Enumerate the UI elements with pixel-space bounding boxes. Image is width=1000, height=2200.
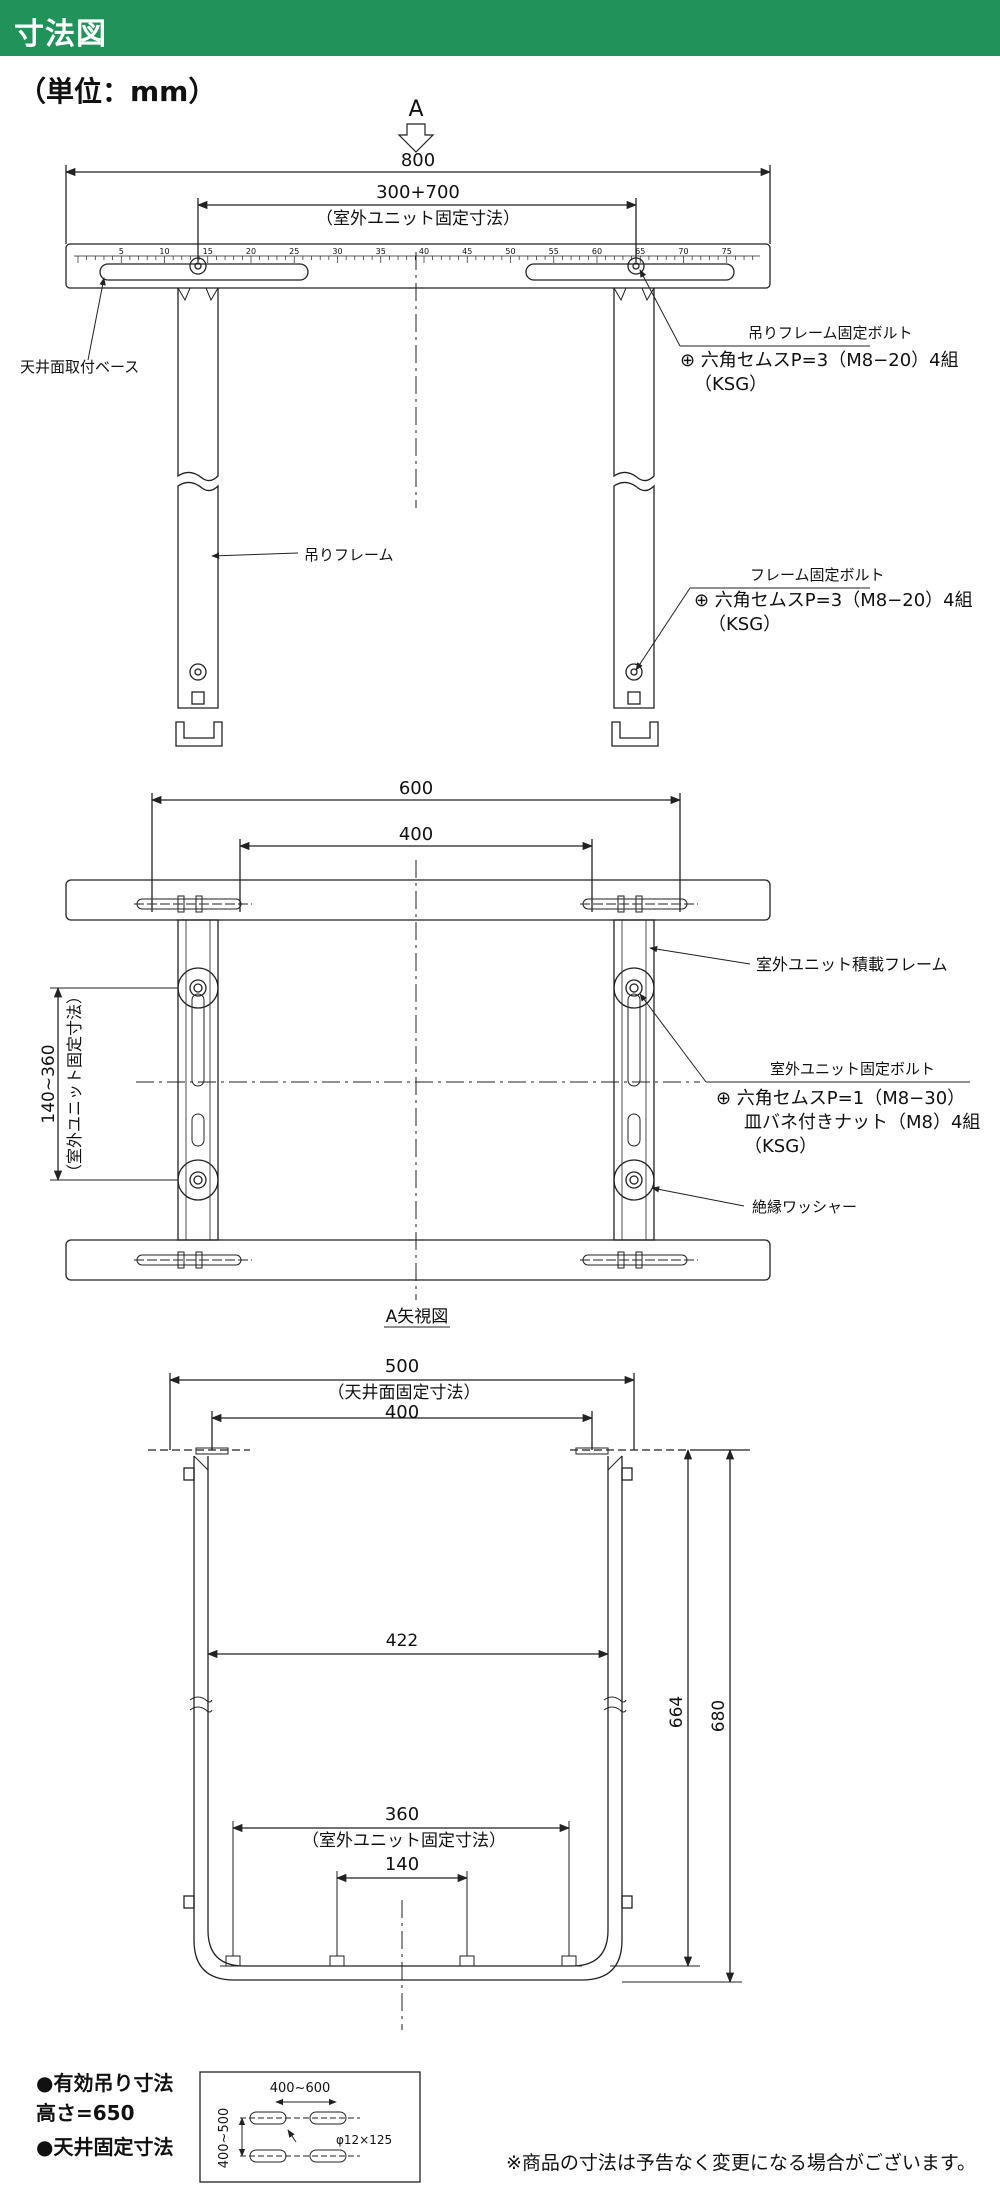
hanging-frame-left <box>175 287 223 747</box>
height-value: 高さ=650 <box>36 2101 135 2125</box>
callout-washer: 絶縁ワッシャー <box>752 1198 857 1216</box>
bolt2-title: フレーム固定ボルト <box>750 566 885 584</box>
dim-140-360: 140~360 <box>39 1044 59 1123</box>
dim-300-700: 300+700 <box>376 182 460 203</box>
bolt3-spec: ⊕ 六角セムスP=1（M8−30） <box>716 1088 965 1109</box>
slot-right <box>525 263 735 281</box>
ruler-tick-label: 25 <box>289 247 299 256</box>
ruler-tick-label: 10 <box>159 247 169 256</box>
header-bar: 寸法図 <box>0 0 1000 56</box>
ruler-tick-label: 60 <box>592 247 602 256</box>
ruler-tick-label: 30 <box>332 247 342 256</box>
dim-360-note: （室外ユニット固定寸法） <box>302 1831 506 1851</box>
ruler-tick-label: 50 <box>505 247 515 256</box>
top-view <box>64 123 870 747</box>
bolt1-maker: （KSG） <box>694 374 767 395</box>
disclaimer: ※商品の寸法は予告なく変更になる場合がございます。 <box>505 2152 976 2174</box>
ruler-tick-label: 65 <box>635 247 645 256</box>
dim-400-a: 400 <box>399 824 433 845</box>
dim-600: 600 <box>399 778 433 799</box>
bottom-plate <box>65 1239 771 1281</box>
loading-frame-left <box>177 919 219 1241</box>
bolt1-spec: ⊕ 六角セムスP=3（M8−20）4組 <box>680 350 959 371</box>
slot-left <box>99 263 309 281</box>
ceiling-base-plate <box>65 243 771 289</box>
inset-dim-v: 400~500 <box>217 2108 232 2169</box>
ceiling-fix-label: ●天井固定寸法 <box>36 2135 174 2159</box>
ceiling-fixing-inset <box>199 2071 421 2183</box>
top-plate <box>65 879 771 921</box>
dim-400-side: 400 <box>385 1402 419 1423</box>
a-view-title: A矢視図 <box>386 1307 449 1327</box>
dim-140-360-note: （室外ユニット固定寸法） <box>65 988 84 1180</box>
side-view <box>148 1373 750 2030</box>
ruler-tick-label: 5 <box>119 247 124 256</box>
dim-500-note: （天井面固定寸法） <box>328 1383 481 1403</box>
hanging-frame-right <box>611 287 659 747</box>
bolt3-maker: （KSG） <box>744 1136 817 1157</box>
u-frame <box>193 1456 623 1981</box>
view-arrow-a <box>397 123 435 153</box>
bolt-icon <box>189 257 207 275</box>
dim-300-700-note: （室外ユニット固定寸法） <box>316 209 520 229</box>
bolt-icon <box>627 257 645 275</box>
dim-680: 680 <box>709 1700 729 1732</box>
bolt3-nut: 皿バネ付きナット（M8）4組 <box>744 1112 980 1133</box>
ruler-tick-label: 70 <box>678 247 688 256</box>
ruler-tick-label: 35 <box>376 247 386 256</box>
dim-140: 140 <box>385 1854 419 1875</box>
effective-hang-label: ●有効吊り寸法 <box>36 2071 174 2095</box>
ruler-labels: 5 10 15 20 25 30 35 40 45 50 55 60 65 70 75 <box>119 247 732 256</box>
bolt2-maker: （KSG） <box>708 614 781 635</box>
loading-frame-right <box>613 919 655 1241</box>
bolt3-title: 室外ユニット固定ボルト <box>770 1060 935 1078</box>
callout-hanging-frame: 吊りフレーム <box>304 546 394 564</box>
ruler-tick-label: 45 <box>462 247 472 256</box>
view-arrow-label: A <box>408 97 423 122</box>
ruler-tick-label: 75 <box>722 247 732 256</box>
ruler-tick-label: 55 <box>549 247 559 256</box>
a-view <box>50 793 970 1328</box>
unit-label: （単位：mm） <box>18 75 217 108</box>
dim-360: 360 <box>385 1804 419 1825</box>
callout-loading-frame: 室外ユニット積載フレーム <box>756 955 948 974</box>
bolt1-title: 吊りフレーム固定ボルト <box>748 324 913 342</box>
ruler-tick-label: 40 <box>419 247 429 256</box>
callout-base: 天井面取付ベース <box>20 358 139 376</box>
dim-500: 500 <box>385 1356 419 1377</box>
inset-hole: φ12×125 <box>336 2133 392 2147</box>
ruler-tick-label: 20 <box>246 247 256 256</box>
ruler-ticks <box>77 256 754 263</box>
dim-664: 664 <box>667 1696 687 1728</box>
page-title: 寸法図 <box>14 17 107 52</box>
dim-800: 800 <box>401 150 435 171</box>
dim-422: 422 <box>386 1631 418 1651</box>
inset-dim-h: 400~600 <box>270 2081 331 2096</box>
ruler-tick-label: 15 <box>203 247 213 256</box>
bolt2-spec: ⊕ 六角セムスP=3（M8−20）4組 <box>694 590 973 611</box>
